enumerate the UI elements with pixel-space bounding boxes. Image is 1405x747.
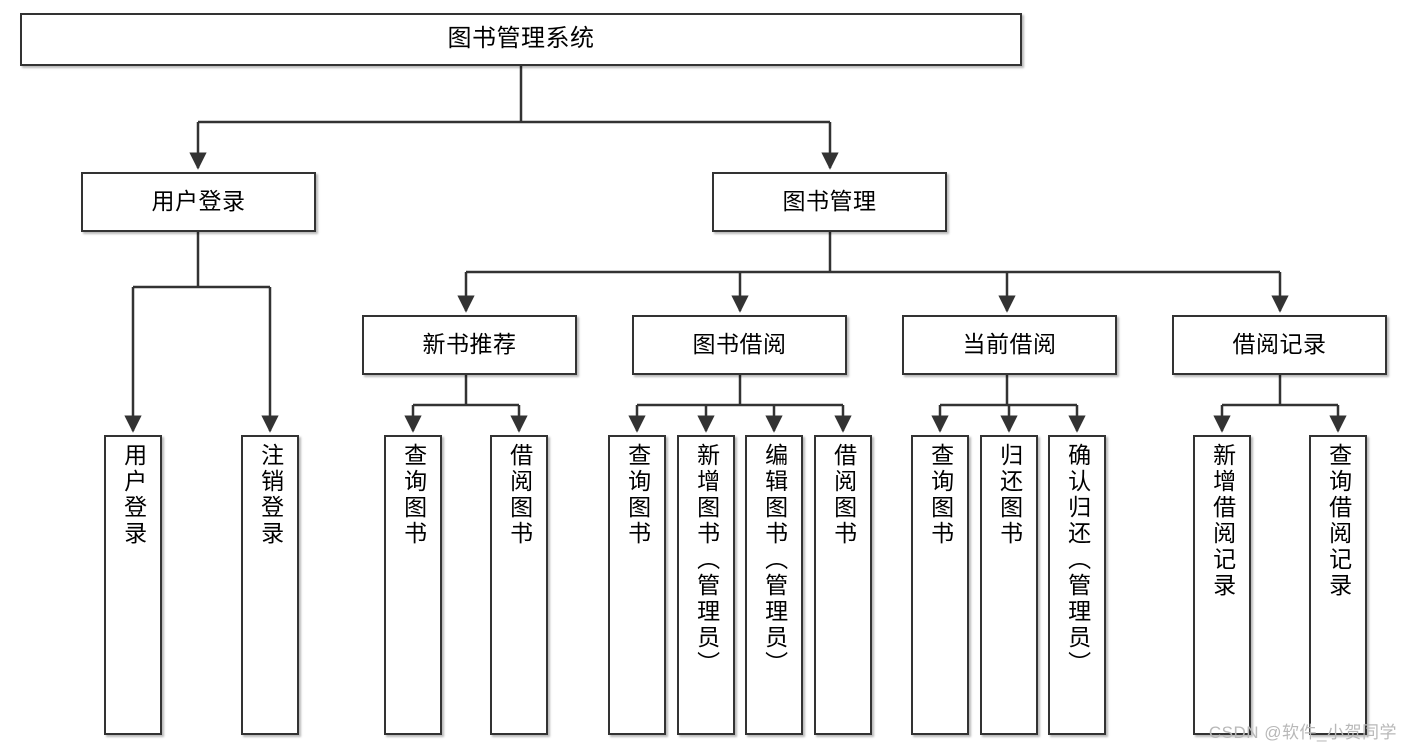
leaf-book-borrow-add[interactable]: 新增图书（管理员）: [677, 435, 735, 735]
leaf-current-borrow-confirm[interactable]: 确认归还（管理员）: [1048, 435, 1106, 735]
node-user-login[interactable]: 用户登录: [81, 172, 316, 232]
leaf-book-borrow-query[interactable]: 查询图书: [608, 435, 666, 735]
leaf-user-login-login-label: 用户登录: [120, 443, 147, 547]
node-book-management[interactable]: 图书管理: [712, 172, 947, 232]
leaf-new-book-borrow-label: 借阅图书: [506, 443, 533, 547]
node-new-book-recommend-label: 新书推荐: [422, 331, 517, 358]
node-current-borrow[interactable]: 当前借阅: [902, 315, 1117, 375]
node-new-book-recommend[interactable]: 新书推荐: [362, 315, 577, 375]
leaf-new-book-query-label: 查询图书: [400, 443, 427, 547]
leaf-borrow-record-add-label: 新增借阅记录: [1209, 443, 1236, 599]
leaf-current-borrow-confirm-label: 确认归还（管理员）: [1064, 443, 1091, 677]
leaf-book-borrow-edit[interactable]: 编辑图书（管理员）: [745, 435, 803, 735]
leaf-borrow-record-query[interactable]: 查询借阅记录: [1309, 435, 1367, 735]
node-root[interactable]: 图书管理系统: [20, 13, 1022, 66]
leaf-book-borrow-edit-label: 编辑图书（管理员）: [761, 443, 788, 677]
leaf-book-borrow-add-label: 新增图书（管理员）: [693, 443, 720, 677]
leaf-user-login-login[interactable]: 用户登录: [104, 435, 162, 735]
leaf-book-borrow-borrow[interactable]: 借阅图书: [814, 435, 872, 735]
leaf-book-borrow-query-label: 查询图书: [624, 443, 651, 547]
leaf-book-borrow-borrow-label: 借阅图书: [830, 443, 857, 547]
leaf-user-login-logout[interactable]: 注销登录: [241, 435, 299, 735]
leaf-current-borrow-query[interactable]: 查询图书: [911, 435, 969, 735]
node-borrow-record-label: 借阅记录: [1232, 331, 1327, 358]
node-book-borrow-label: 图书借阅: [692, 331, 787, 358]
node-user-login-label: 用户登录: [151, 188, 246, 215]
node-root-label: 图书管理系统: [447, 25, 595, 53]
leaf-user-login-logout-label: 注销登录: [257, 443, 284, 547]
leaf-new-book-borrow[interactable]: 借阅图书: [490, 435, 548, 735]
node-book-management-label: 图书管理: [782, 188, 877, 215]
node-borrow-record[interactable]: 借阅记录: [1172, 315, 1387, 375]
node-book-borrow[interactable]: 图书借阅: [632, 315, 847, 375]
leaf-borrow-record-query-label: 查询借阅记录: [1325, 443, 1352, 599]
leaf-borrow-record-add[interactable]: 新增借阅记录: [1193, 435, 1251, 735]
leaf-current-borrow-return-label: 归还图书: [996, 443, 1023, 547]
node-current-borrow-label: 当前借阅: [962, 331, 1057, 358]
csdn-watermark: CSDN @软件_小贺同学: [1208, 723, 1397, 742]
leaf-current-borrow-query-label: 查询图书: [927, 443, 954, 547]
leaf-new-book-query[interactable]: 查询图书: [384, 435, 442, 735]
leaf-current-borrow-return[interactable]: 归还图书: [980, 435, 1038, 735]
